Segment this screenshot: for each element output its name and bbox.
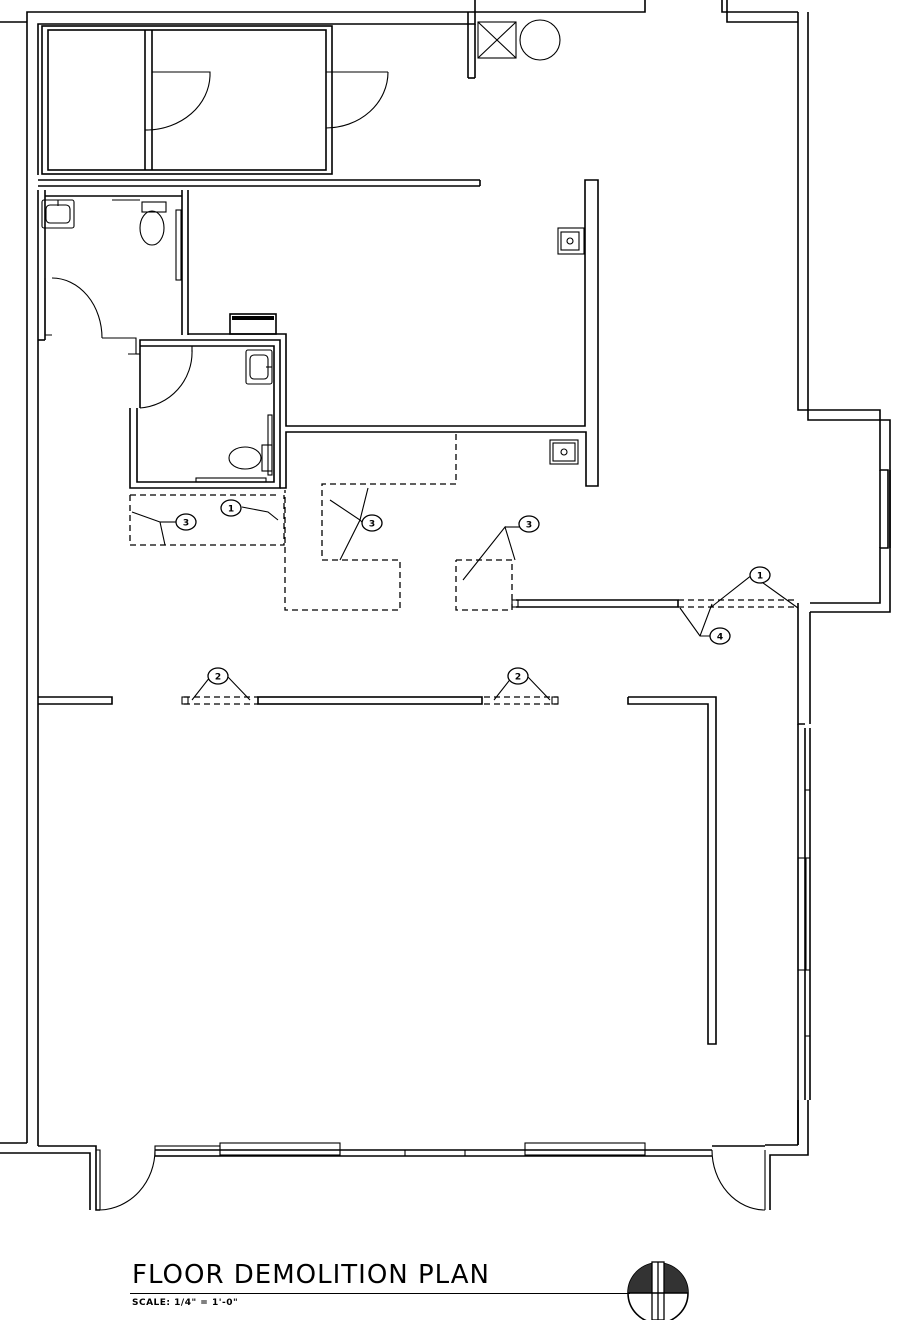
- svg-text:1: 1: [757, 572, 763, 582]
- keynote-tag-1b: 1: [749, 566, 771, 584]
- shaft-symbol: [477, 19, 561, 61]
- keynote-tag-3c: 3: [518, 515, 540, 533]
- office-room: [188, 179, 599, 489]
- drawing-title: FLOOR DEMOLITION PLAN: [132, 1260, 490, 1290]
- sink-icon: [41, 199, 75, 229]
- sink-icon: [245, 349, 273, 385]
- demolition-lines: [129, 434, 796, 705]
- closet-block: [41, 25, 389, 175]
- keynote-leaders: [131, 487, 799, 701]
- north-arrow-icon: [627, 1261, 689, 1320]
- restroom-1: [37, 190, 189, 355]
- keynote-tag-3a: 3: [175, 513, 197, 531]
- sink-icon: [557, 227, 585, 255]
- keynote-tag-2a: 2: [207, 667, 229, 685]
- svg-text:3: 3: [183, 519, 189, 529]
- svg-text:1: 1: [228, 505, 234, 515]
- toilet-icon: [228, 444, 273, 472]
- top-exterior-wall: [26, 0, 798, 175]
- svg-text:2: 2: [215, 673, 221, 683]
- keynote-tag-3b: 3: [361, 514, 383, 532]
- cabinet: [229, 313, 277, 335]
- svg-text:3: 3: [369, 520, 375, 530]
- svg-text:2: 2: [515, 673, 521, 683]
- toilet-icon: [139, 201, 167, 246]
- title-underline: [130, 1293, 630, 1294]
- partition-walls: [38, 599, 717, 1045]
- svg-text:4: 4: [717, 633, 723, 643]
- svg-text:3: 3: [526, 521, 532, 531]
- left-exterior-wall: [0, 21, 39, 1146]
- restroom-2: [129, 339, 281, 489]
- keynote-tag-4: 4: [709, 627, 731, 645]
- right-exterior-wall: [765, 12, 891, 1210]
- keynote-tag-1a: 1: [220, 499, 242, 517]
- bottom-exterior-wall: [0, 1142, 766, 1211]
- keynote-tag-2b: 2: [507, 667, 529, 685]
- sink-icon: [549, 439, 579, 465]
- drawing-scale: SCALE: 1/4" = 1'-0": [132, 1298, 239, 1308]
